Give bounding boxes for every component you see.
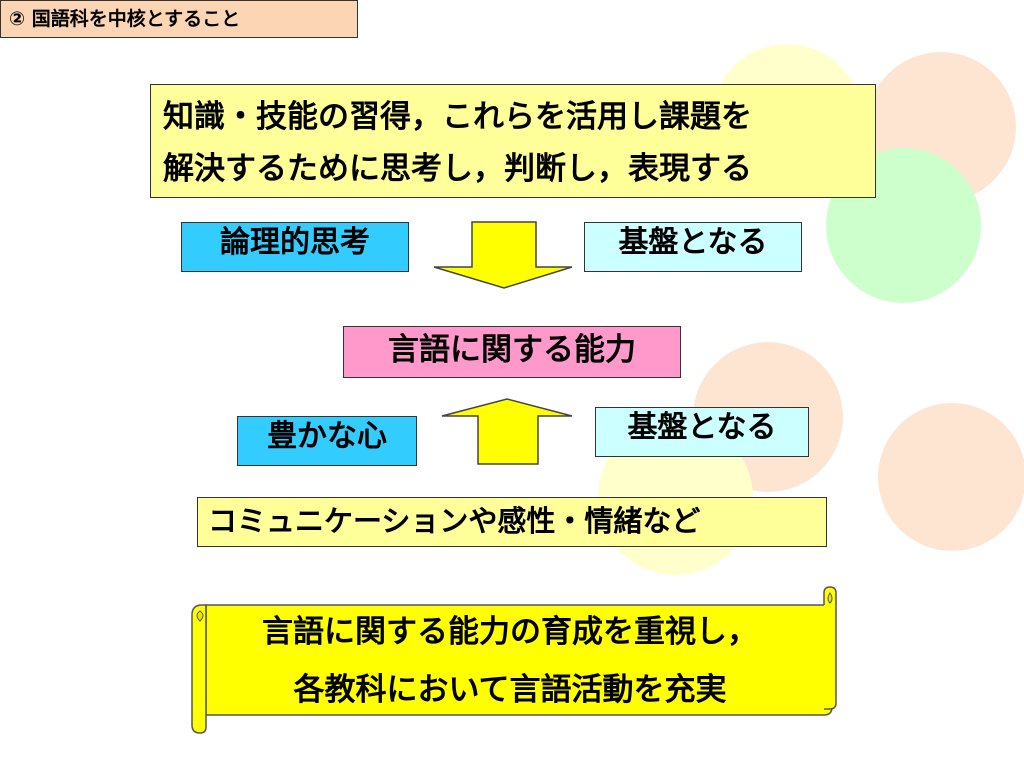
scroll-line-2: 各教科において言語活動を充実: [293, 672, 727, 708]
goal-line-2: 解決するために思考し，判断し，表現する: [163, 151, 752, 187]
rich-heart-label: 豊かな心: [237, 416, 417, 466]
language-ability-label: 言語に関する能力: [343, 326, 681, 378]
communication-box: コミュニケーションや感性・情緒など: [197, 497, 827, 547]
goal-line-1: 知識・技能の習得，これらを活用し課題を: [163, 99, 752, 135]
logical-thinking-label: 論理的思考: [181, 222, 409, 272]
scroll-banner: [191, 586, 837, 734]
decor-circle-orange-right: [878, 403, 1024, 551]
goal-box: 知識・技能の習得，これらを活用し課題を 解決するために思考し，判断し，表現する: [150, 84, 876, 198]
down-arrow-icon: [433, 221, 573, 289]
slide-title: ② 国語科を中核とすること: [0, 0, 358, 38]
scroll-line-1: 言語に関する能力の育成を重視し，: [262, 614, 758, 650]
foundation-label-top: 基盤となる: [584, 222, 802, 272]
up-arrow-icon: [441, 398, 573, 465]
foundation-label-bottom: 基盤となる: [595, 407, 809, 457]
